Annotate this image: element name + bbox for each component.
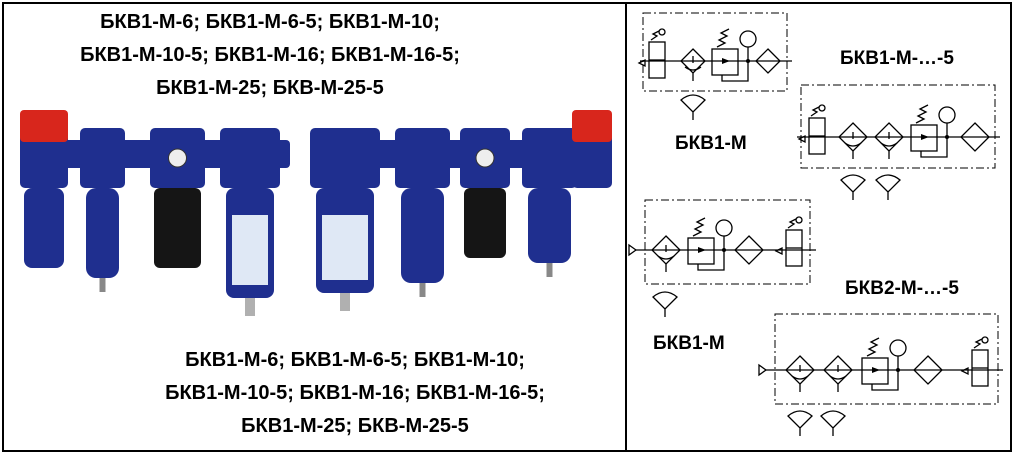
- valve-knob-icon: [818, 104, 826, 112]
- panel-divider: [625, 2, 627, 452]
- gauge: [168, 148, 187, 168]
- shutoff-valve-red: [572, 110, 612, 142]
- pilot-line: [920, 137, 948, 158]
- water-trap: [684, 66, 702, 71]
- bowl-label: [322, 215, 368, 280]
- gauge-icon: [938, 106, 956, 124]
- regulator-knob: [154, 188, 201, 268]
- lubricator-symbol: [755, 48, 781, 74]
- shutoff-valve-red: [20, 110, 68, 142]
- water-trap: [844, 142, 862, 147]
- unit-head: [522, 128, 577, 188]
- pilot-line: [871, 370, 899, 391]
- lubricator-symbol: [913, 355, 943, 385]
- inlet-port-icon: [628, 243, 638, 257]
- regulator-symbol: [687, 237, 715, 265]
- lubricator-symbol: [960, 122, 990, 152]
- water-trap: [657, 255, 675, 260]
- spring-icon: [915, 104, 929, 124]
- caption-line: БКВ1-М-10-5; БКВ1-М-16; БКВ1-М-16-5;: [80, 44, 460, 66]
- arrow: [872, 367, 880, 373]
- dash-dot-enclosure: [644, 199, 811, 285]
- caption-line: БКВ1-М-6; БКВ1-М-6-5; БКВ1-М-10;: [185, 349, 525, 371]
- dash-dot-enclosure: [800, 84, 996, 169]
- gauge-icon: [715, 219, 733, 237]
- schematic-label: БКВ1-М: [675, 133, 747, 154]
- drain-cup-icon: [840, 174, 866, 200]
- caption-line: БКВ1-М-10-5; БКВ1-М-16; БКВ1-М-16-5;: [165, 382, 545, 404]
- spring-icon: [973, 338, 983, 349]
- pilot-line: [697, 250, 725, 271]
- schematic-label: БКВ1-М-…-5: [840, 48, 954, 69]
- drain-fitting: [99, 278, 106, 292]
- drain-fitting: [546, 263, 553, 277]
- dash-dot-enclosure: [642, 12, 788, 92]
- spring-icon: [650, 30, 660, 41]
- exhaust-icon: [797, 134, 806, 144]
- gauge-icon: [889, 339, 907, 357]
- caption-line: БКВ1-М-25; БКВ-М-25-5: [241, 415, 469, 437]
- drain-cup-icon: [680, 94, 706, 120]
- arrow: [921, 134, 929, 140]
- product-photo: [20, 110, 612, 316]
- caption-line: БКВ1-М-25; БКВ-М-25-5: [156, 77, 384, 99]
- valve-knob-icon: [795, 216, 803, 224]
- filter-bowl: [24, 188, 64, 268]
- pilot-line: [721, 61, 749, 82]
- spring-icon: [716, 28, 730, 48]
- gauge-icon: [739, 30, 757, 48]
- drain-fitting: [419, 283, 426, 297]
- water-trap: [829, 375, 847, 380]
- unit-head: [20, 128, 68, 188]
- unit-head: [395, 128, 450, 188]
- schematic-label: БКВ2-М-…-5: [845, 278, 959, 299]
- top-caption: БКВ1-М-6; БКВ1-М-6-5; БКВ1-М-10; БКВ1-М-…: [20, 6, 520, 105]
- water-trap: [791, 375, 809, 380]
- lubricator-symbol: [734, 235, 764, 265]
- water-trap: [880, 142, 898, 147]
- drain-fitting: [340, 293, 350, 311]
- exhaust-icon: [774, 246, 783, 256]
- unit-head: [220, 128, 280, 188]
- drain-cup-icon: [820, 410, 846, 436]
- gauge: [475, 148, 495, 168]
- spring-icon: [810, 106, 820, 117]
- bottom-caption: БКВ1-М-6; БКВ1-М-6-5; БКВ1-М-10; БКВ1-М-…: [100, 344, 610, 443]
- drain-cup-icon: [652, 291, 678, 317]
- inlet-port-icon: [758, 363, 768, 377]
- regulator-symbol: [910, 124, 938, 152]
- drain-fitting: [245, 298, 255, 316]
- caption-line: БКВ1-М-6; БКВ1-М-6-5; БКВ1-М-10;: [100, 11, 440, 33]
- arrow: [698, 247, 706, 253]
- filter-bowl: [528, 188, 571, 263]
- exhaust-icon: [960, 366, 969, 376]
- valve-knob-icon: [658, 28, 666, 36]
- unit-head: [310, 128, 380, 188]
- valve-knob-icon: [981, 336, 989, 344]
- unit-head: [572, 128, 612, 188]
- regulator-knob: [464, 188, 506, 258]
- bowl-label: [232, 215, 268, 285]
- drain-cup-icon: [787, 410, 813, 436]
- arrow: [722, 58, 730, 64]
- dash-dot-enclosure: [774, 313, 999, 405]
- schematic-label: БКВ1-М: [653, 333, 725, 354]
- filter-bowl: [86, 188, 119, 278]
- spring-icon: [866, 337, 880, 357]
- spring-icon: [692, 217, 706, 237]
- regulator-symbol: [861, 357, 889, 385]
- drain-cup-icon: [875, 174, 901, 200]
- unit-head: [80, 128, 125, 188]
- regulator-symbol: [711, 48, 739, 76]
- spring-icon: [787, 218, 797, 229]
- filter-bowl: [401, 188, 444, 283]
- exhaust-icon: [637, 58, 646, 68]
